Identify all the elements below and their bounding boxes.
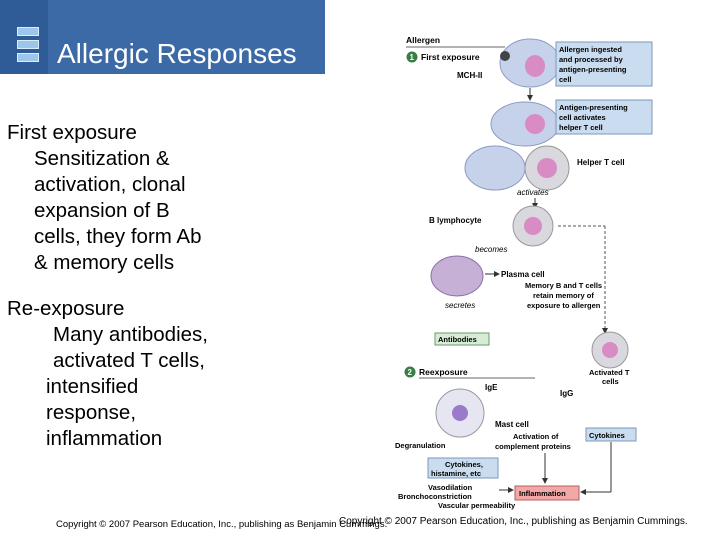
- step1-label: First exposure: [421, 52, 480, 62]
- inflammation-label: Inflammation: [519, 489, 566, 498]
- box-apc-line: Antigen-presenting: [559, 103, 628, 112]
- box-ingested-line: and processed by: [559, 55, 624, 64]
- vaso-line: Vasodilation: [428, 483, 473, 492]
- vaso-line: Vascular permeability: [438, 501, 516, 510]
- bullet-line: & memory cells: [34, 251, 175, 274]
- apc-nucleus: [525, 55, 545, 77]
- box-ingested: [555, 41, 653, 87]
- complement-line: Activation of: [513, 432, 559, 441]
- step2-marker: [404, 366, 416, 378]
- mch-label: MCH-II: [457, 71, 482, 80]
- memory-line: retain memory of: [533, 291, 594, 300]
- step2-label: Reexposure: [419, 367, 468, 377]
- igg-label: IgG: [560, 389, 573, 398]
- memory-line: Memory B and T cells: [525, 281, 602, 290]
- step1-number: 1: [410, 53, 415, 62]
- box-apc-line: helper T cell: [559, 123, 603, 132]
- antibodies-label: Antibodies: [438, 335, 477, 344]
- helper-t-label: Helper T cell: [577, 158, 625, 167]
- allergen-particle: [500, 51, 510, 61]
- step1-marker: [406, 51, 418, 63]
- activated-t-line: cells: [602, 377, 619, 386]
- b-lymph-label: B lymphocyte: [429, 216, 482, 225]
- plasma-cell: [430, 255, 484, 297]
- copyright-left: Copyright © 2007 Pearson Education, Inc.…: [56, 519, 388, 530]
- activated-t-nucleus: [602, 342, 618, 358]
- b-lymphocyte-nucleus: [524, 217, 542, 235]
- inflammation-box: [514, 485, 580, 501]
- cyto-hist-line: histamine, etc: [431, 469, 481, 478]
- antibodies-box: [434, 332, 490, 346]
- bullet-line: expansion of B: [34, 199, 170, 222]
- memory-line: exposure to allergen: [527, 301, 601, 310]
- activated-t-line: Activated T: [589, 368, 630, 377]
- apc-cell-3: [464, 145, 526, 191]
- slide-logo-icon: [17, 27, 39, 63]
- bullet-line: intensified: [46, 375, 139, 398]
- allergy-diagram: Allergen 1 First exposure MCH-II Allerge…: [395, 35, 653, 510]
- plasma-label: Plasma cell: [501, 270, 545, 279]
- box-ingested-line: cell: [559, 75, 572, 84]
- bullet-line: activated T cells,: [53, 349, 205, 372]
- cyto-hist-box: [427, 457, 499, 479]
- box-ingested-line: Allergen ingested: [559, 45, 622, 54]
- mast-nucleus: [452, 405, 468, 421]
- box-apc: [555, 99, 653, 135]
- allergen-label: Allergen: [406, 35, 440, 45]
- bullet-line: cells, they form Ab: [34, 225, 202, 248]
- bullet-line: activation, clonal: [34, 173, 186, 196]
- step2-number: 2: [408, 368, 413, 377]
- box-apc-line: cell activates: [559, 113, 606, 122]
- complement-line: complement proteins: [495, 442, 571, 451]
- cytokines-box: [585, 427, 637, 442]
- activates-label: activates: [517, 188, 549, 197]
- copyright-right: Copyright © 2007 Pearson Education, Inc.…: [339, 516, 688, 527]
- bullet-line: response,: [46, 401, 137, 424]
- becomes-label: becomes: [475, 245, 507, 254]
- mast-label: Mast cell: [495, 420, 529, 429]
- box-ingested-line: antigen-presenting: [559, 65, 627, 74]
- bullet-line: Many antibodies,: [53, 323, 208, 346]
- bullet-re-exposure: Re-exposure: [7, 297, 125, 320]
- bullet-line: inflammation: [46, 427, 163, 450]
- bullet-list: First exposure Sensitization & activatio…: [7, 120, 208, 452]
- degranulation-label: Degranulation: [395, 441, 446, 450]
- secretes-label: secretes: [445, 301, 475, 310]
- bullet-first-exposure: First exposure: [7, 121, 137, 144]
- bullet-line: Sensitization &: [34, 147, 170, 170]
- title-bar: Allergic Responses: [0, 0, 325, 74]
- helper-t-nucleus: [537, 158, 557, 178]
- apc-nucleus-2: [525, 114, 545, 134]
- ige-label: IgE: [485, 383, 498, 392]
- cytokines-label: Cytokines: [589, 431, 625, 440]
- cyto-hist-line: Cytokines,: [445, 460, 483, 469]
- slide-title: Allergic Responses: [57, 38, 297, 69]
- vaso-line: Bronchoconstriction: [398, 492, 472, 501]
